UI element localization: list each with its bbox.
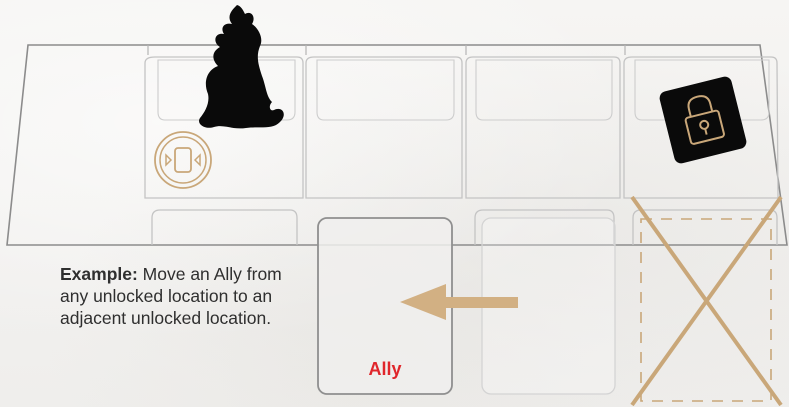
board-outline (7, 45, 787, 245)
lock-tile (658, 75, 748, 165)
example-lead: Example: (60, 264, 138, 284)
villain-silhouette-icon (199, 5, 284, 128)
ally-card-label: Ally (318, 359, 452, 380)
move-ally-action-icon[interactable] (155, 132, 211, 188)
crossed-out-location (632, 197, 781, 405)
location-slots-bottom (152, 210, 777, 245)
location-slot-2[interactable] (306, 57, 462, 198)
example-description: Example: Move an Ally from any unlocked … (60, 263, 290, 329)
location-slot-3[interactable] (466, 57, 620, 198)
